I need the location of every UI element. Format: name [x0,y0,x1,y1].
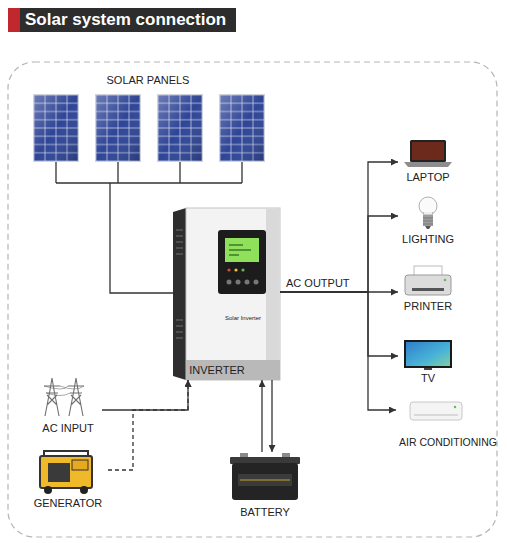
node-label: INVERTER [189,364,244,377]
node-label: AC INPUT [42,422,93,435]
tv: TV [398,336,458,387]
node-label: LIGHTING [402,233,454,246]
connector [102,380,188,410]
connector [271,380,272,452]
air-conditioning: AIR CONDITIONING [396,398,500,452]
edge-label: AC OUTPUT [286,277,350,290]
battery-icon [230,453,300,500]
generator-icon [40,451,92,494]
connector [110,183,173,293]
node-label: PRINTER [404,300,452,313]
connector [108,380,188,470]
bulb-icon [419,197,437,229]
connector [280,216,398,292]
tv-icon [404,340,452,370]
pylon-icon [44,378,84,416]
printer-icon [405,266,451,295]
dashed-frame [8,62,497,537]
title-banner: Solar system connection [20,8,236,32]
inverter-unit [173,208,280,380]
node-label: SOLAR PANELS [107,74,190,87]
node-label: TV [421,372,435,385]
title: Solar system connection [25,10,226,29]
node-label: GENERATOR [34,497,103,510]
inverter: Solar InverterINVERTER [173,208,280,380]
solar-panels: SOLAR PANELS [28,68,268,183]
printer: PRINTER [398,264,458,315]
laptop-icon [404,140,452,167]
node-label: LAPTOP [406,171,449,184]
node-label: BATTERY [240,506,290,519]
battery: BATTERY [222,452,308,522]
air-conditioner-icon [410,402,462,420]
ac-input: AC INPUT [34,374,102,437]
solar-panel-array [33,94,265,162]
node-label: Solar Inverter [225,314,261,322]
panel-wiring [56,162,242,183]
node-label: AIR CONDITIONING [399,436,497,449]
connector [280,292,398,356]
lighting: LIGHTING [398,194,458,248]
connector [280,292,396,410]
generator: GENERATOR [28,446,108,514]
title-accent [8,8,20,32]
connector [280,162,398,292]
laptop: LAPTOP [398,136,458,186]
connector [261,380,262,452]
